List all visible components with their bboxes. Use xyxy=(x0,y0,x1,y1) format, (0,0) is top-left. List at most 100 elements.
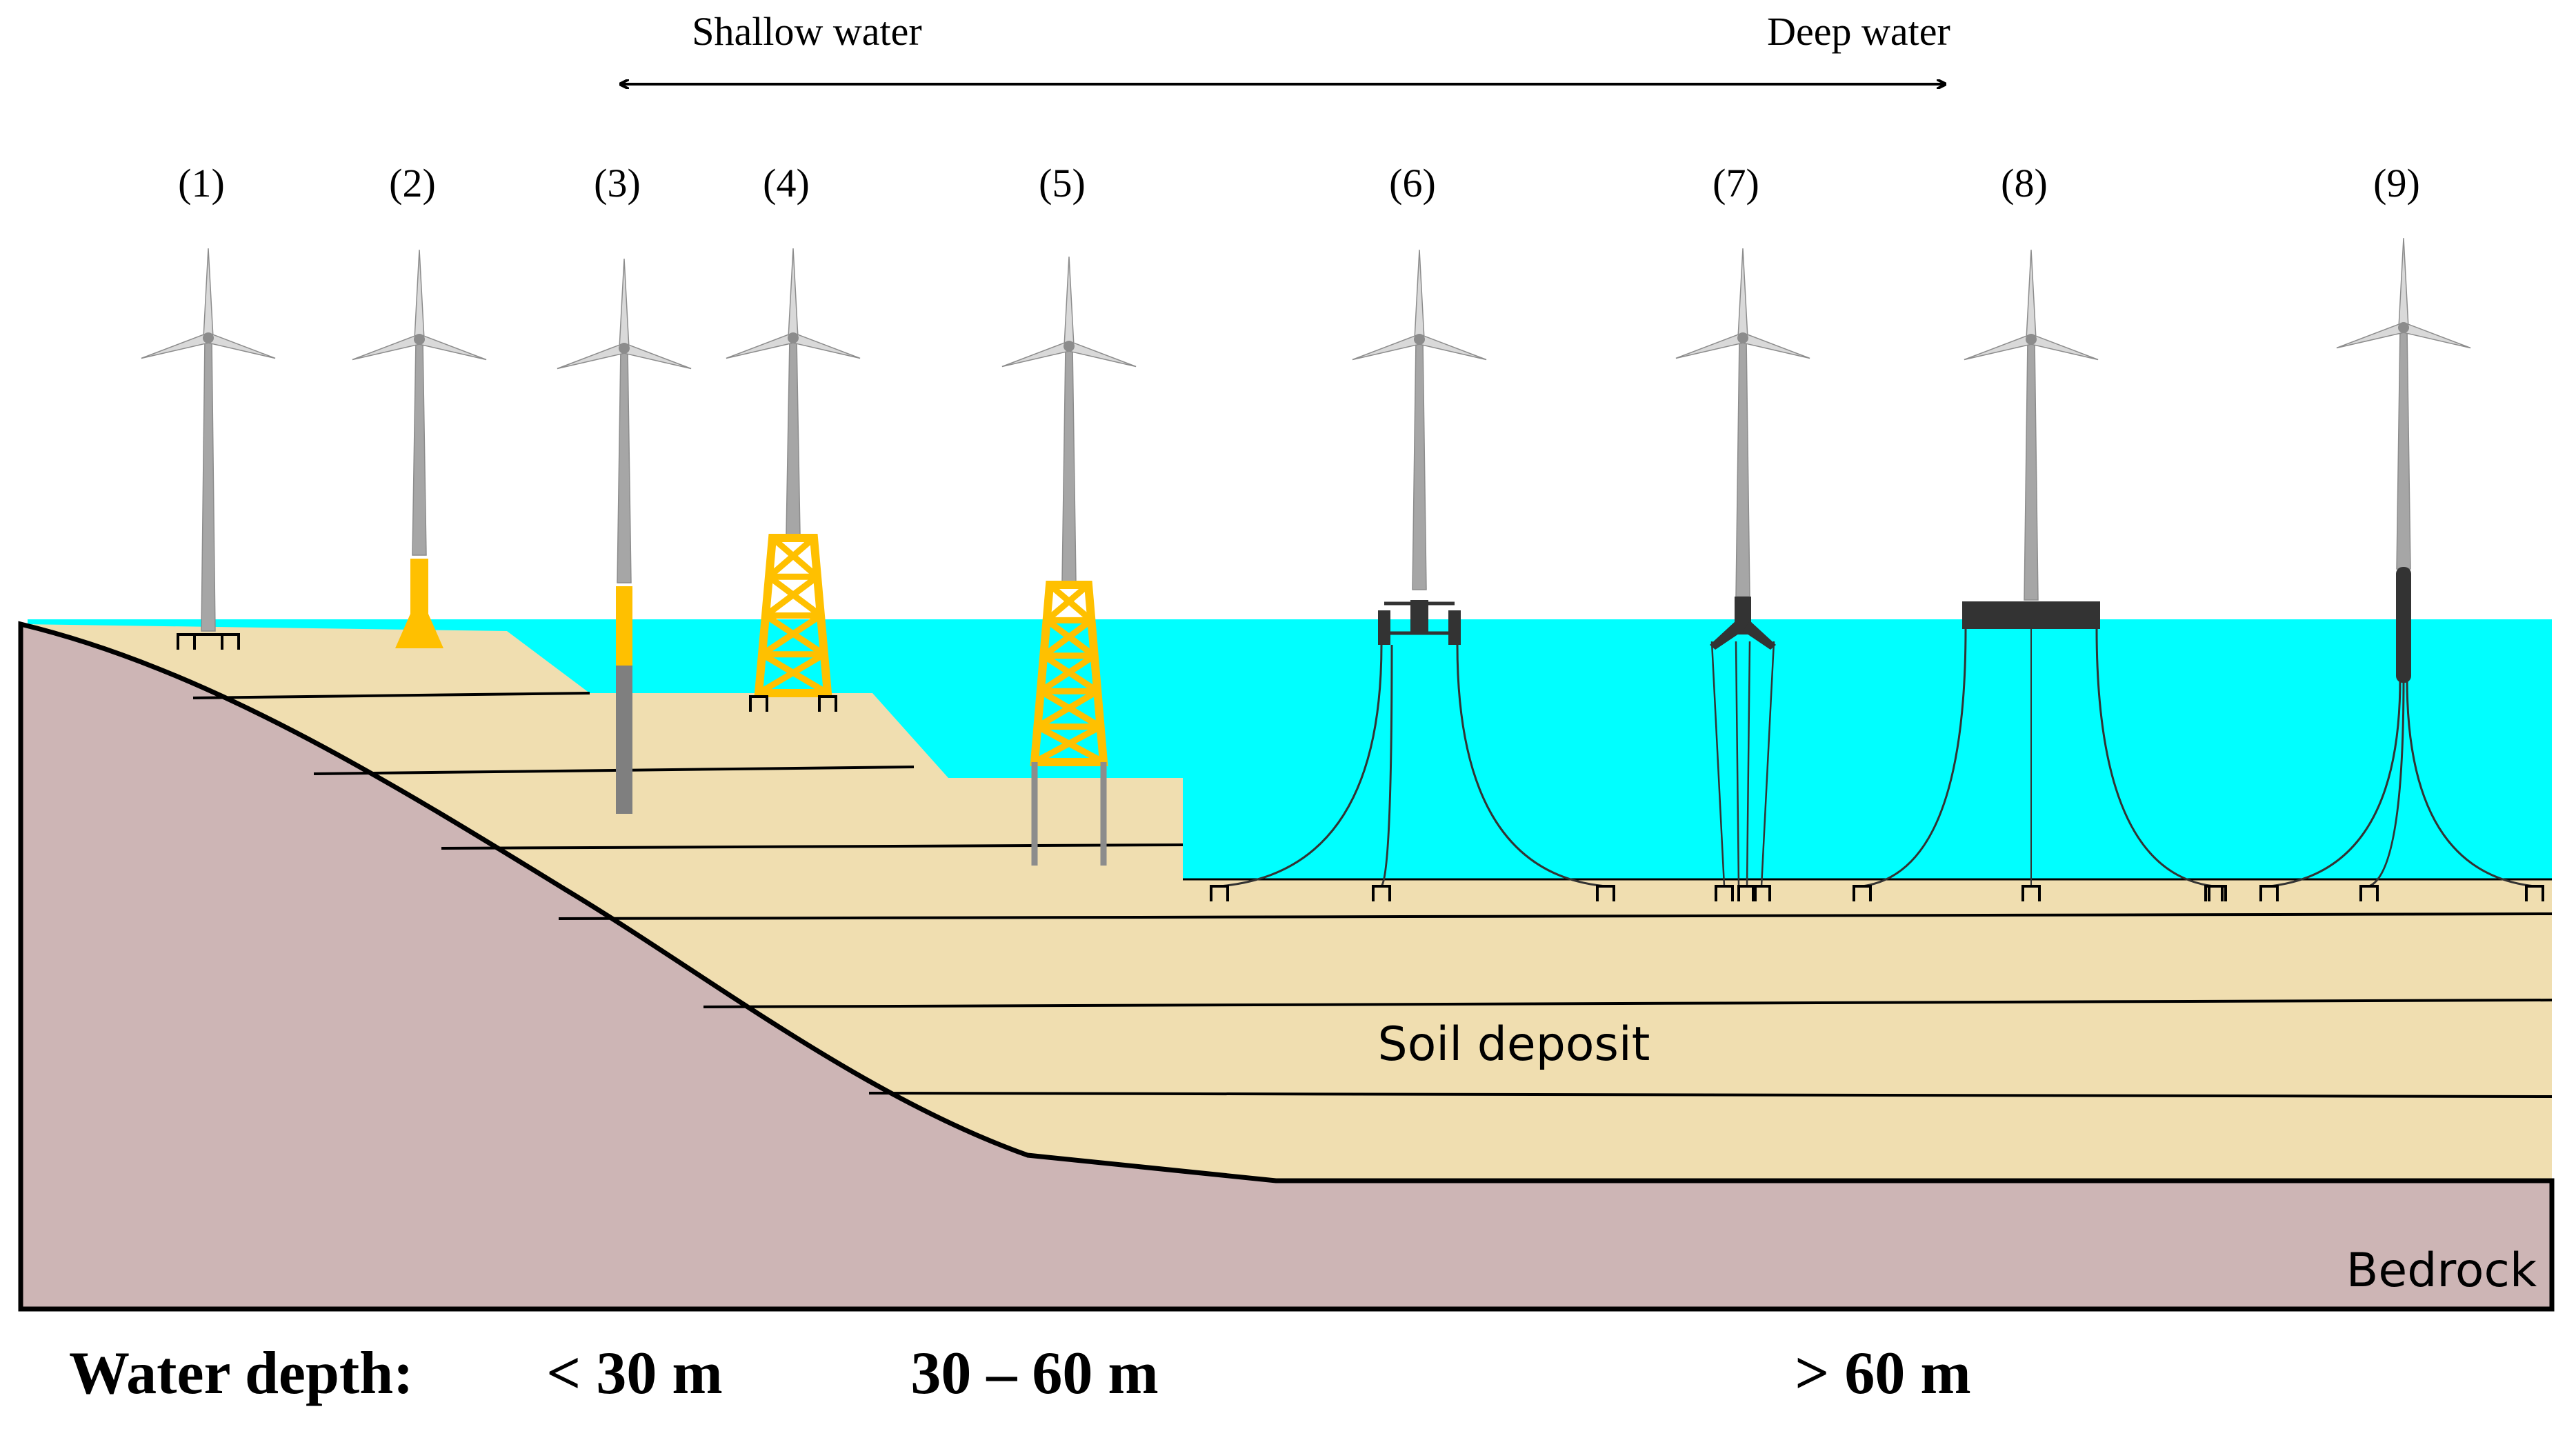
mooring-line xyxy=(2268,679,2402,888)
blade xyxy=(1067,341,1137,368)
jacket-brace xyxy=(1032,723,1102,765)
soil-deposit xyxy=(21,624,2552,1181)
tendon xyxy=(1746,641,1751,887)
turbine-5: (5) xyxy=(1001,161,1137,866)
mooring-line xyxy=(1380,644,1393,887)
tower xyxy=(1735,337,1750,597)
turbine-6: (6) xyxy=(1210,161,1615,901)
mooring-line xyxy=(1861,628,1967,888)
anchor-icon xyxy=(2359,885,2379,901)
transition-piece xyxy=(410,559,428,617)
tower xyxy=(201,337,216,632)
blade xyxy=(1001,341,1071,368)
anchor-icon xyxy=(1372,885,1391,901)
blade xyxy=(2398,238,2409,328)
jacket-brace xyxy=(1041,617,1094,659)
turbine-2: (2) xyxy=(352,161,487,648)
blade xyxy=(2402,322,2471,349)
tower xyxy=(617,348,632,583)
tlp-arm xyxy=(1743,621,1776,650)
water-depth-title: Water depth: xyxy=(69,1340,413,1407)
blade xyxy=(1352,334,1421,361)
hub xyxy=(414,334,425,345)
turbine-label: (4) xyxy=(763,161,810,206)
blade xyxy=(414,250,425,340)
depth-range-shallow: < 30 m xyxy=(546,1340,722,1407)
side-column xyxy=(1378,610,1390,645)
shallow-water-label: Shallow water xyxy=(692,9,921,54)
blade xyxy=(141,332,210,359)
tlp-arm xyxy=(1710,621,1743,650)
anchor-icon xyxy=(1737,885,1757,901)
bedrock xyxy=(18,621,2555,1312)
depth-range-transitional: 30 – 60 m xyxy=(910,1340,1158,1407)
anchor-icon xyxy=(1210,885,1229,901)
hub xyxy=(1064,341,1075,352)
jacket-brace xyxy=(1039,653,1097,694)
turbine-9: (9) xyxy=(2208,161,2544,901)
side-column xyxy=(1448,610,1461,645)
jacket-brace xyxy=(767,535,816,579)
tendon xyxy=(1735,641,1740,887)
hub xyxy=(2026,334,2037,345)
hub xyxy=(203,332,214,343)
tower xyxy=(2396,327,2411,570)
blade xyxy=(1417,334,1487,361)
soil-layer-lines xyxy=(192,692,2553,1098)
jacket-brace xyxy=(760,612,823,657)
anchor-icon xyxy=(1752,885,1771,901)
turbine-label: (1) xyxy=(178,161,225,206)
mooring-line xyxy=(1456,644,1606,888)
blade xyxy=(206,332,276,359)
jacket-brace xyxy=(757,651,826,696)
blade xyxy=(788,248,799,339)
mooring-line xyxy=(1219,644,1383,888)
anchor-icon xyxy=(818,695,837,712)
turbine-label: (2) xyxy=(389,161,436,206)
hub xyxy=(788,332,799,343)
blade xyxy=(203,248,214,339)
deep-water-label: Deep water xyxy=(1767,9,1950,54)
jacket-brace xyxy=(763,574,819,619)
anchor-icon xyxy=(1853,885,1872,901)
anchor-icon xyxy=(221,633,240,650)
depth-range-deep: > 60 m xyxy=(1795,1340,1970,1407)
blade xyxy=(2029,334,2099,361)
anchor-icon xyxy=(177,633,196,650)
tower xyxy=(2024,339,2039,601)
soil-deposit-label: Soil deposit xyxy=(1378,1017,1650,1072)
turbine-label: (6) xyxy=(1389,161,1436,206)
blade xyxy=(1675,332,1745,359)
blade xyxy=(791,332,861,359)
mooring-line xyxy=(2095,628,2215,888)
blade xyxy=(417,334,487,361)
blade xyxy=(1064,257,1075,347)
turbine-8: (8) xyxy=(1853,161,2224,901)
turbine-label: (9) xyxy=(2373,161,2420,206)
hub xyxy=(619,343,630,354)
monopile-pile xyxy=(616,666,632,814)
tower xyxy=(1412,339,1427,590)
turbine-3: (3) xyxy=(557,161,692,814)
tower xyxy=(786,337,801,535)
center-column xyxy=(1410,600,1428,634)
blade xyxy=(1737,248,1748,339)
bucket-base xyxy=(395,614,443,648)
blade xyxy=(2026,250,2037,340)
anchor-icon xyxy=(1596,885,1615,901)
anchor-icon xyxy=(2525,885,2544,901)
turbine-label: (8) xyxy=(2001,161,2048,206)
tower xyxy=(1061,346,1077,582)
blade xyxy=(1964,334,2033,361)
turbine-label: (3) xyxy=(594,161,641,206)
blade xyxy=(1741,332,1810,359)
spar-buoy xyxy=(2396,567,2411,683)
anchor-icon xyxy=(2208,885,2227,901)
hub xyxy=(1414,334,1425,345)
blade xyxy=(2336,322,2406,349)
blade xyxy=(619,259,630,349)
blade xyxy=(622,343,692,370)
jacket-brace xyxy=(1036,688,1099,730)
blade xyxy=(352,334,421,361)
